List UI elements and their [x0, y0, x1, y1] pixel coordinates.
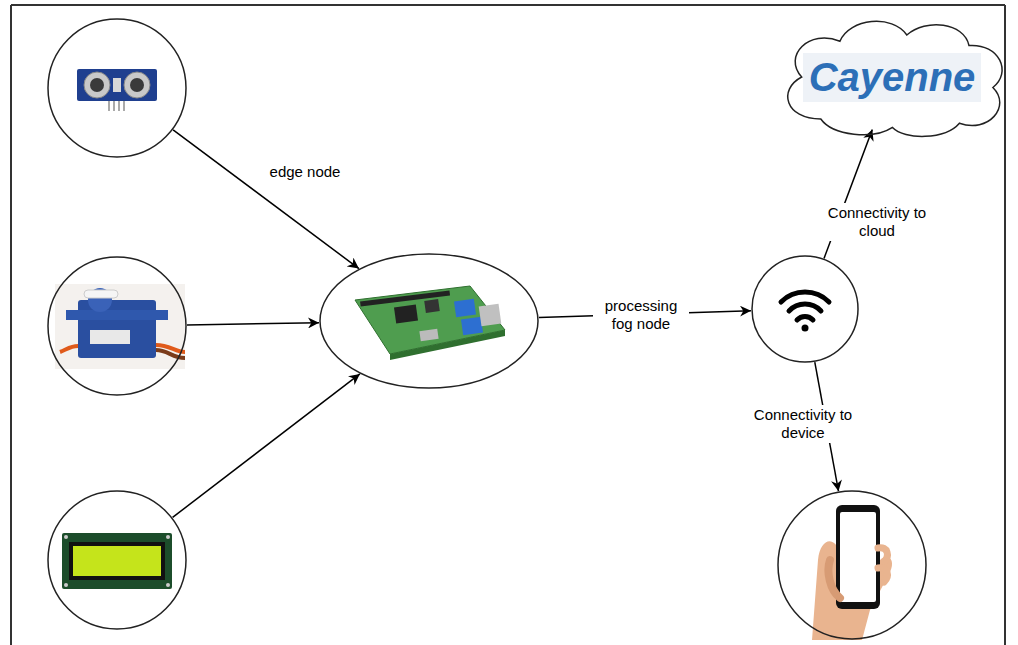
node-outline — [47, 490, 187, 630]
ellipse-outline — [778, 491, 926, 639]
node-outline — [47, 18, 187, 158]
pi-ellipse — [319, 253, 539, 389]
raspberry-pi-picture — [355, 286, 505, 360]
cloud-outline — [787, 21, 1001, 136]
sensor-circle — [47, 18, 187, 158]
edge-label: Connectivity to cloud — [817, 203, 938, 241]
node-outline — [47, 256, 187, 396]
cloud-shape: Cayenne — [773, 14, 1012, 140]
servo-picture — [55, 284, 185, 369]
phone-picture — [812, 505, 892, 640]
cloud-logo-text: Cayenne — [803, 53, 982, 102]
arrow-connector — [173, 374, 360, 518]
edge-label: edge node — [267, 162, 344, 182]
node-outline — [319, 253, 539, 389]
lcd-circle — [47, 490, 187, 630]
frame — [11, 5, 1005, 645]
ellipse-outline — [48, 257, 186, 395]
arrow-connector — [173, 130, 359, 269]
node-outline — [777, 490, 927, 640]
servo-circle — [47, 256, 187, 396]
ellipse-outline — [752, 256, 858, 362]
phone-circle — [777, 490, 927, 640]
wifi-circle — [751, 255, 859, 363]
ultrasonic-sensor-picture — [77, 69, 157, 111]
wifi-symbol — [781, 292, 829, 331]
ellipse-outline — [320, 254, 538, 388]
ellipse-outline — [48, 19, 186, 157]
node-outline — [751, 255, 859, 363]
edge-label: Connectivity to device — [743, 405, 864, 443]
edge-label: processing fog node — [593, 296, 689, 334]
arrow-connector — [187, 323, 319, 325]
lcd-picture — [62, 533, 172, 589]
ellipse-outline — [48, 491, 186, 629]
